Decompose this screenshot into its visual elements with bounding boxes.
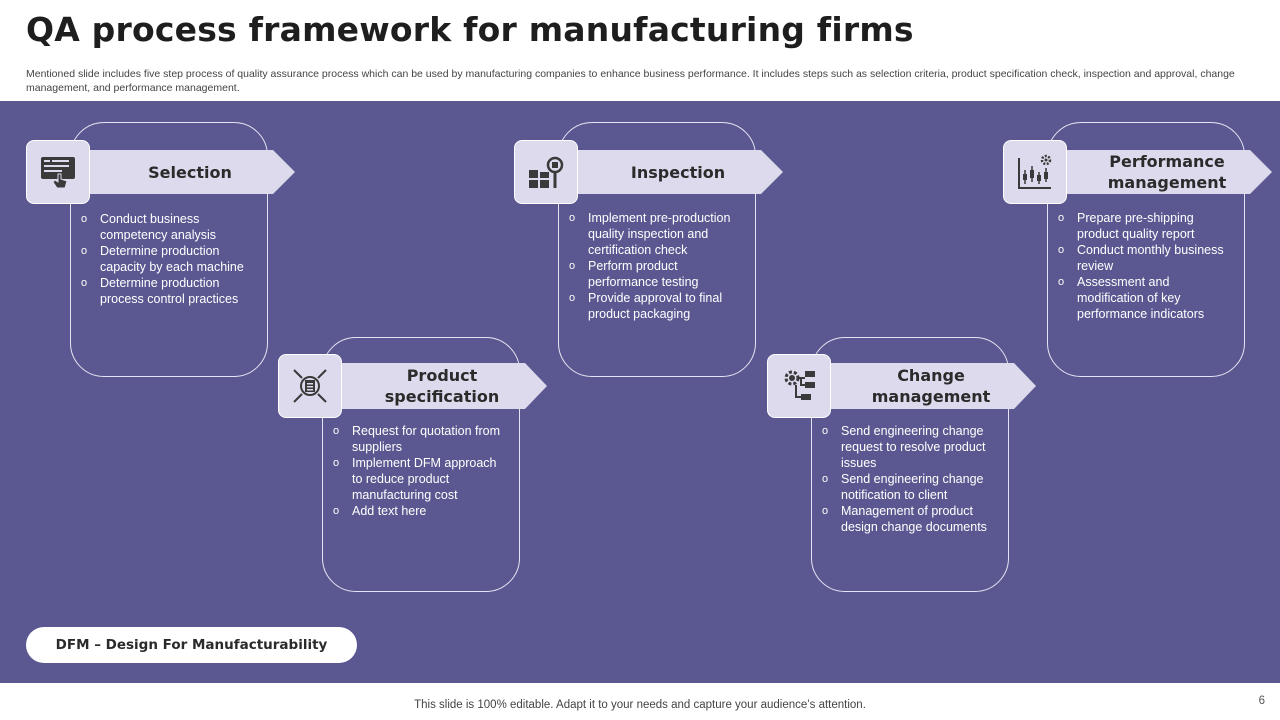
list-item: Add text here bbox=[333, 503, 508, 519]
label-inspection: Inspection bbox=[573, 150, 783, 194]
card-inspection bbox=[558, 122, 756, 377]
label-text: Selection bbox=[148, 162, 232, 182]
bullets-selection: Conduct business competency analysis Det… bbox=[81, 211, 251, 307]
iconbox-change-management bbox=[767, 354, 831, 418]
list-item: Send engineering change notification to … bbox=[822, 471, 1002, 503]
bullets-inspection: Implement pre-production quality inspect… bbox=[569, 210, 744, 322]
list-item: Perform product performance testing bbox=[569, 258, 744, 290]
label-change-management: Change management bbox=[826, 363, 1036, 409]
label-selection: Selection bbox=[85, 150, 295, 194]
list-item: Determine production process control pra… bbox=[81, 275, 251, 307]
label-text: Change management bbox=[871, 366, 991, 406]
bullets-performance-management: Prepare pre-shipping product quality rep… bbox=[1058, 210, 1233, 322]
list-item: Management of product design change docu… bbox=[822, 503, 1002, 535]
iconbox-performance-management bbox=[1003, 140, 1067, 204]
iconbox-inspection bbox=[514, 140, 578, 204]
label-text: Inspection bbox=[630, 162, 726, 182]
checklist-target-icon bbox=[293, 369, 327, 403]
card-product-specification bbox=[322, 337, 520, 592]
card-selection bbox=[70, 122, 268, 377]
boxes-inspection-icon bbox=[529, 156, 564, 188]
list-item: Provide approval to final product packag… bbox=[569, 290, 744, 322]
list-item: Implement DFM approach to reduce product… bbox=[333, 455, 508, 503]
computer-hand-icon bbox=[41, 157, 75, 189]
list-item: Prepare pre-shipping product quality rep… bbox=[1058, 210, 1233, 242]
card-performance-management bbox=[1047, 122, 1245, 377]
page-subtitle: Mentioned slide includes five step proce… bbox=[26, 68, 1235, 94]
dfm-note: DFM – Design For Manufacturability bbox=[26, 627, 357, 663]
list-item: Assessment and modification of key perfo… bbox=[1058, 274, 1233, 322]
label-product-specification: Product specification bbox=[337, 363, 547, 409]
gear-flowchart-icon bbox=[784, 370, 815, 400]
list-item: Determine production capacity by each ma… bbox=[81, 243, 251, 275]
list-item: Conduct business competency analysis bbox=[81, 211, 251, 243]
page-number: 6 bbox=[1258, 695, 1265, 707]
iconbox-selection bbox=[26, 140, 90, 204]
list-item: Request for quotation from suppliers bbox=[333, 423, 508, 455]
list-item: Conduct monthly business review bbox=[1058, 242, 1233, 274]
list-item: Implement pre-production quality inspect… bbox=[569, 210, 744, 258]
label-text: Performance management bbox=[1107, 152, 1227, 192]
page-title: QA process framework for manufacturing f… bbox=[26, 10, 914, 49]
footer-text: This slide is 100% editable. Adapt it to… bbox=[414, 699, 866, 711]
card-change-management bbox=[811, 337, 1009, 592]
bullets-product-specification: Request for quotation from suppliers Imp… bbox=[333, 423, 508, 519]
iconbox-product-specification bbox=[278, 354, 342, 418]
label-text: Product specification bbox=[384, 366, 500, 406]
bullets-change-management: Send engineering change request to resol… bbox=[822, 423, 1002, 535]
candlestick-chart-gear-icon bbox=[1018, 154, 1052, 189]
framework-panel: Selection Conduct business competency an… bbox=[0, 101, 1280, 683]
label-performance-management: Performance management bbox=[1062, 150, 1272, 194]
list-item: Send engineering change request to resol… bbox=[822, 423, 1002, 471]
